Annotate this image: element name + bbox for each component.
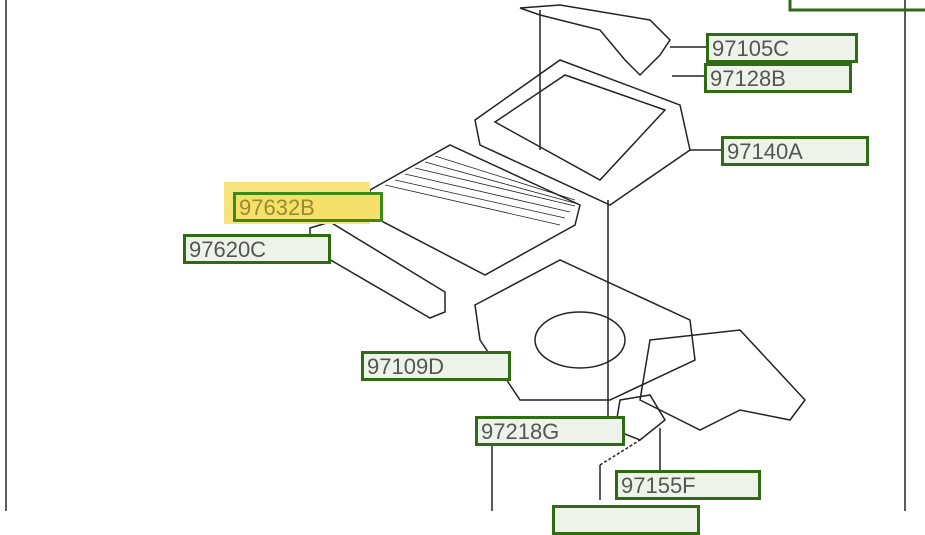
part-label-97620C[interactable]: 97620C	[183, 234, 331, 264]
part-label-97109D[interactable]: 97109D	[361, 351, 511, 381]
part-label-97632B[interactable]: 97632B	[233, 192, 383, 222]
blower-housing	[639, 329, 806, 431]
filter-97632B	[369, 144, 581, 276]
part-label-97105C[interactable]: 97105C	[706, 33, 858, 63]
bracket-97105C	[519, 4, 671, 77]
part-label-97155F[interactable]: 97155F	[615, 470, 761, 500]
part-label-97128B[interactable]: 97128B	[704, 63, 852, 93]
part-label-97140A[interactable]: 97140A	[721, 136, 869, 166]
part-label-97218G[interactable]: 97218G	[475, 416, 625, 446]
part-label-cropped[interactable]	[552, 505, 700, 535]
case-lower	[474, 259, 696, 401]
